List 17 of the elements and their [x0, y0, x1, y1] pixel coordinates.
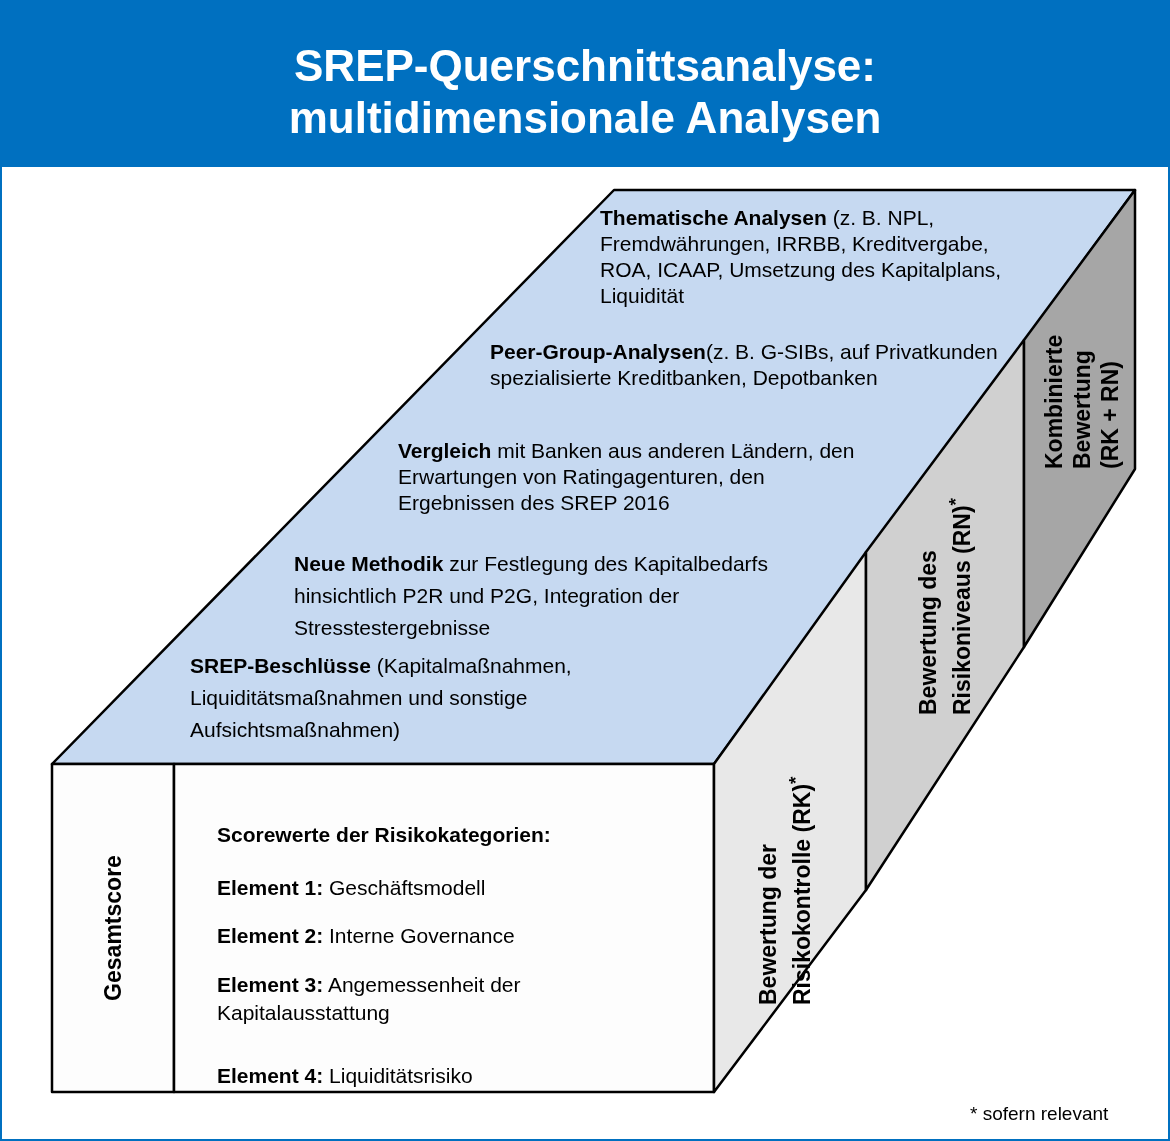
score-text: Element 1: Geschäftsmodell	[217, 875, 487, 901]
vertical-label: Kombinierte Bewertung (RK + RN)	[1040, 333, 1124, 469]
diagram-title: SREP-Querschnittsanalyse: multidimensionale Analysen	[287, 40, 883, 144]
footnote: * sofern relevant	[970, 1103, 1109, 1125]
analysis-text: Neue Methodik zur Festlegung des Kapitalbedarfs hinsichtlich P2R und P2G, Integration der Stresstestergebnisse	[294, 551, 769, 641]
analysis-text: Vergleich mit Banken aus anderen Ländern, den Erwartungen von Ratingagenturen, den Ergebnissen des SREP 2016	[398, 438, 856, 516]
vertical-label: Gesamtscore	[99, 854, 127, 1003]
front-side-panel	[52, 764, 174, 1092]
side-face	[1024, 190, 1135, 647]
score-text: Element 4: Liquiditätsrisiko	[217, 1063, 474, 1089]
score-text: Element 2: Interne Governance	[217, 923, 516, 949]
analysis-text: Peer-Group-Analysen(z. B. G-SIBs, auf Privatkunden spezialisierte Kreditbanken, Depotbanken	[490, 339, 999, 391]
analysis-text: Thematische Analysen (z. B. NPL, Fremdwährungen, IRRBB, Kreditvergabe, ROA, ICAAP, Umsetzung des Kapitalplans, Liquidität	[600, 205, 1003, 309]
analysis-text: SREP-Beschlüsse (Kapitalmaßnahmen, Liquiditätsmaßnahmen und sonstige Aufsichtsmaßnahmen)	[190, 653, 573, 743]
front-panel	[174, 764, 714, 1092]
score-text: Element 3: Angemessenheit der Kapitalausstattung	[217, 972, 522, 1026]
section-heading: Scorewerte der Risikokategorien:	[217, 822, 552, 848]
